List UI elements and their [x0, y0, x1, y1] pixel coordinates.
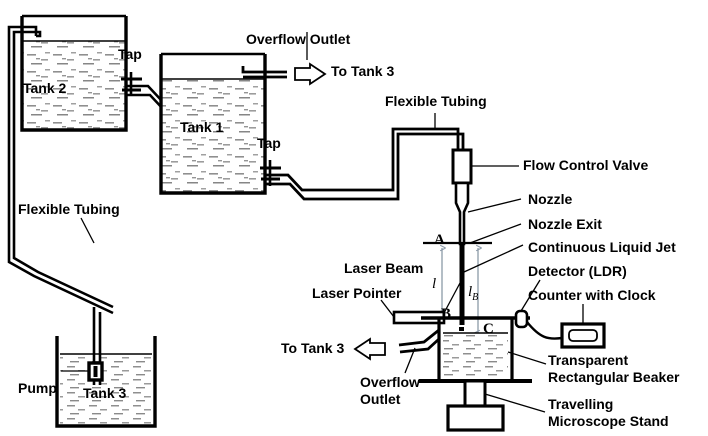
nozzle-label: Nozzle — [528, 191, 573, 207]
microscope-stand-label-line1: Travelling — [548, 396, 614, 412]
leader-overflow-bottom — [404, 347, 416, 374]
leader-beaker — [507, 351, 547, 365]
microscope-stand-label-line2: Microscope Stand — [548, 413, 669, 429]
detector-cable — [526, 321, 563, 340]
flow-control-valve — [451, 148, 473, 185]
tank-1-label: Tank 1 — [180, 119, 224, 135]
to-tank3-bottom-label: To Tank 3 — [281, 340, 345, 356]
point-c-marker — [459, 327, 464, 331]
tank-1-group — [159, 52, 267, 195]
overflow-outlet-beaker — [398, 328, 440, 354]
overflow-outlet-top-pipe — [241, 66, 287, 79]
pump-core — [93, 366, 98, 377]
laser-beam-label: Laser Beam — [344, 260, 424, 276]
overflow-outlet-bottom-label-line1: Overflow — [360, 374, 420, 390]
detector-ldr — [514, 309, 563, 340]
tank-2-body — [20, 16, 128, 132]
flexible-tubing-right-label: Flexible Tubing — [385, 93, 487, 109]
leader-laser-pointer — [380, 299, 395, 318]
leader-stand — [484, 393, 546, 413]
travelling-microscope-stand — [446, 379, 505, 432]
tap-right — [260, 160, 281, 186]
flexible-tubing-left — [7, 25, 114, 315]
tap-left-label: Tap — [118, 46, 142, 62]
counter-display — [568, 329, 598, 342]
point-b-label: B — [441, 306, 452, 322]
leader-laser-beam — [443, 282, 461, 314]
overflow-outlet-top-label: Overflow Outlet — [246, 31, 351, 47]
laser-pointer-label: Laser Pointer — [312, 285, 402, 301]
counter-with-clock-label: Counter with Clock — [528, 287, 656, 303]
tap-right-label: Tap — [257, 135, 281, 151]
pump-label: Pump — [18, 380, 57, 396]
leader-detector — [520, 279, 541, 312]
to-tank3-arrow-bottom — [353, 337, 386, 361]
tank-3-group — [55, 336, 157, 428]
leader-nozzle-exit — [469, 223, 522, 244]
transparent-rectangular-beaker — [419, 316, 532, 383]
tank-1-water — [161, 79, 265, 193]
overflow-outlet-bottom-label-line2: Outlet — [360, 391, 401, 407]
counter-with-clock — [560, 322, 606, 349]
flow-control-valve-label: Flow Control Valve — [523, 157, 649, 173]
detector-ldr-label: Detector (LDR) — [528, 263, 627, 279]
transparent-beaker-label-line2: Rectangular Beaker — [548, 369, 680, 385]
tap-left — [121, 72, 142, 96]
tank-3-body — [55, 336, 157, 428]
flexible-tubing-right — [265, 127, 465, 201]
leader-lines — [61, 32, 584, 413]
leader-flex-left — [80, 217, 95, 244]
flexible-tubing-left-label: Flexible Tubing — [18, 201, 120, 217]
to-tank3-top-label: To Tank 3 — [331, 63, 395, 79]
nozzle-exit-label: Nozzle Exit — [528, 216, 602, 232]
tank-3-label: Tank 3 — [83, 385, 127, 401]
leader-nozzle — [467, 198, 522, 213]
continuous-liquid-jet — [459, 243, 465, 325]
point-c-label: C — [483, 321, 494, 337]
tank-2-label: Tank 2 — [23, 80, 67, 96]
continuous-liquid-jet-label: Continuous Liquid Jet — [528, 239, 676, 255]
tank-2-group — [20, 14, 128, 132]
beaker-liquid — [443, 333, 508, 379]
dimension-l-label: l — [432, 276, 437, 292]
transparent-beaker-label-line1: Transparent — [548, 352, 629, 368]
tank-3-water — [60, 354, 152, 424]
dimension-lb-label: lB — [468, 284, 479, 303]
point-a-label: A — [434, 232, 445, 248]
tank-1-body — [159, 54, 267, 195]
nozzle — [454, 181, 470, 246]
to-tank3-arrow-top — [294, 62, 327, 86]
leader-jet — [463, 244, 524, 273]
tank-2-water — [22, 41, 126, 130]
